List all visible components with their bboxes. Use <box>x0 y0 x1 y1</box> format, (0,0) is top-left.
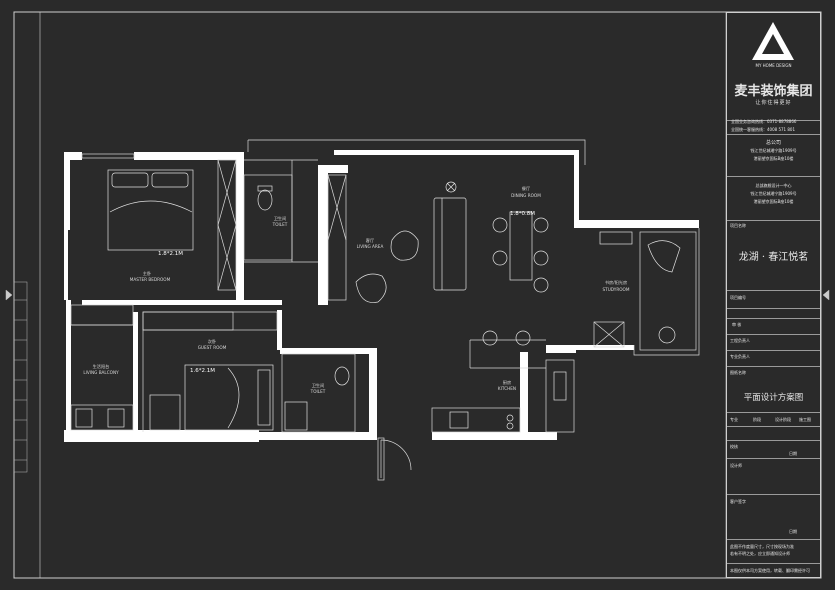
review-label: 审 核 <box>732 322 742 327</box>
note-2: 若有不明之处，应立即通知设计师 <box>730 551 790 556</box>
walls <box>64 150 699 442</box>
note-1: 此图不作度量尺寸，尺寸按现场为准 <box>730 544 794 549</box>
drawing-name: 平面设计方案图 <box>743 393 804 403</box>
hq-address-1: 钱江世纪城湘宁路1909号 <box>750 148 797 153</box>
company-slogan: 让你住得更好 <box>755 100 792 106</box>
master-bed <box>107 169 194 251</box>
label-toilet-1-cn: 卫生间 <box>274 215 287 222</box>
note-3: 本图仅供本司方案使用，转载、翻印需经许可 <box>730 568 810 573</box>
floor-lamp <box>445 181 457 193</box>
label-bed-size-guest: 1.6*2.1M <box>190 368 215 374</box>
label-bed-size-master: 1.8*2.1M <box>158 251 183 257</box>
column-design-stage: 设计阶段 <box>775 417 791 422</box>
label-toilet-2-cn: 卫生间 <box>312 382 325 389</box>
label-study-room-cn: 书房/阳光房 <box>605 279 627 286</box>
project-number-label: 项目编号 <box>730 295 746 300</box>
label-dining-room-cn: 餐厅 <box>522 185 530 192</box>
furniture <box>75 169 681 431</box>
logo-mark <box>752 22 794 60</box>
label-living-area: LIVING AREA <box>357 244 384 249</box>
hq-label: 总公司 <box>765 140 781 146</box>
label-study-room: STUDYROOM <box>603 287 630 292</box>
date-label-1: 日期 <box>789 451 797 456</box>
hq-address-2: 港丽望京国际B座10楼 <box>753 156 794 161</box>
label-master-bedroom: MASTER BEDROOM <box>130 277 171 282</box>
plan-lines <box>70 139 700 481</box>
toilet-fixture-2 <box>334 366 350 386</box>
branch-address-1: 钱江世纪城湘宁路1909号 <box>750 191 797 196</box>
check-label: 校核 <box>730 444 738 449</box>
date-label-2: 日期 <box>789 529 797 534</box>
lounge-chair-2 <box>355 273 387 303</box>
column-stage: 阶段 <box>753 417 761 422</box>
sofa <box>433 197 467 291</box>
guest-bed <box>184 364 274 431</box>
title-block: MY HOME DESIGN 麦丰装饰集团 让你住得更好 全国业务咨询热线：03… <box>726 12 821 578</box>
bar-stool <box>482 330 498 346</box>
label-toilet-1: TOILET <box>272 222 288 227</box>
logo-text: MY HOME DESIGN <box>755 63 792 68</box>
branch-address-2: 港丽望京国际B座10楼 <box>753 199 794 204</box>
label-dining-room: DINING ROOM <box>511 193 541 198</box>
label-guest-room: GUEST ROOM <box>198 345 227 350</box>
column-construction: 施工图 <box>799 417 811 422</box>
branch-label: 总部旗舰设计一中心 <box>755 183 792 188</box>
label-master-bedroom-cn: 主卧 <box>143 270 151 277</box>
company-name: 麦丰装饰集团 <box>734 84 813 99</box>
outer-frame <box>13 11 822 579</box>
project-name: 龙湖 · 春江悦茗 <box>738 252 809 263</box>
column-major: 专业 <box>730 417 738 422</box>
toilet-fixture-1 <box>257 189 273 211</box>
label-kitchen: KITCHEN <box>498 386 516 391</box>
designer-label: 设计师 <box>730 463 742 468</box>
label-kitchen-cn: 厨房 <box>503 379 511 386</box>
label-table-size: 1.8*0.8M <box>510 211 535 217</box>
director-label: 专业负责人 <box>730 354 750 359</box>
label-living-area-cn: 客厅 <box>366 237 374 244</box>
hotline-national: 全国统一客服热线：4008 571 801 <box>731 127 795 132</box>
lounge-chair-1 <box>390 230 419 261</box>
label-guest-room-cn: 次卧 <box>208 338 216 345</box>
client-sign-label: 客户签字 <box>730 499 746 504</box>
label-living-balcony: LIVING BALCONY <box>83 370 119 375</box>
inner-frame <box>39 11 727 579</box>
project-name-label: 项目名称 <box>730 223 746 228</box>
study-chair <box>647 240 681 273</box>
label-living-balcony-cn: 生活阳台 <box>93 363 110 370</box>
drawing-name-label: 图纸名称 <box>730 370 746 375</box>
binding-marks <box>5 281 830 473</box>
label-toilet-2: TOILET <box>310 389 326 394</box>
dining-table <box>509 211 533 281</box>
hotline-local: 全国业务咨询热线：0371-8878866 <box>731 119 797 124</box>
engineer-label: 工程负责人 <box>730 338 750 343</box>
